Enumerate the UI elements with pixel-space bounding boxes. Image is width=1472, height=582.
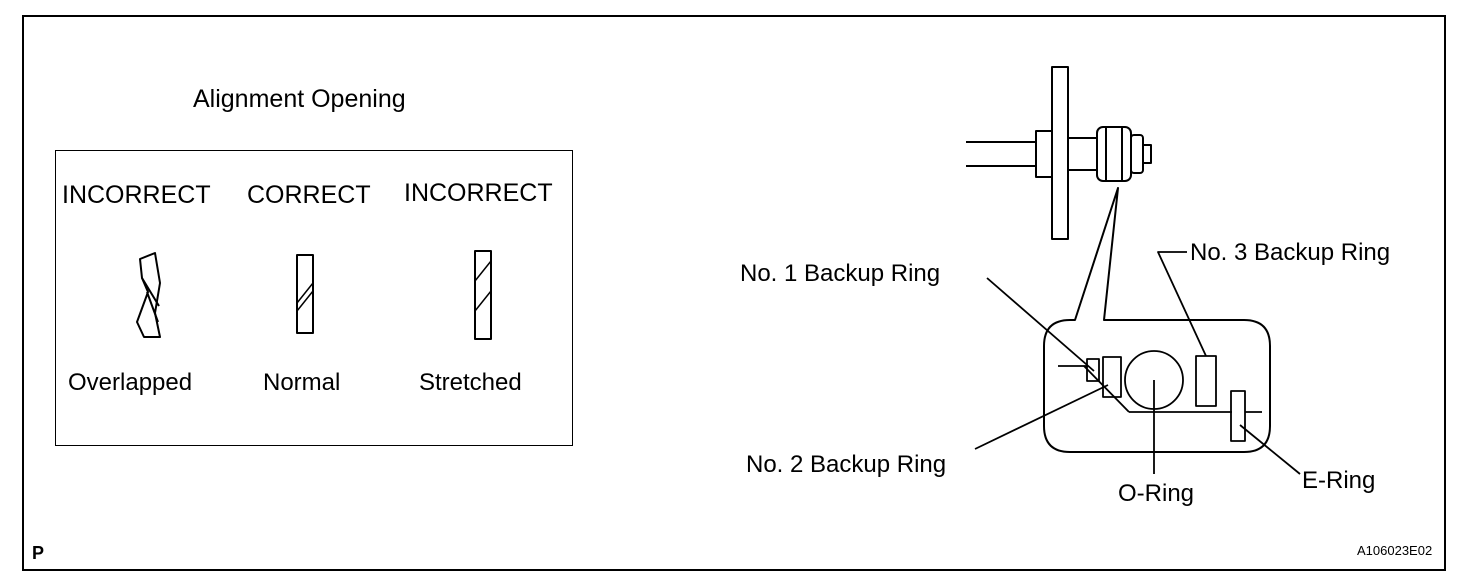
stretched-ring-shape [474,250,492,340]
alignment-opening-title: Alignment Opening [193,85,406,113]
figure-id: A106023E02 [1357,543,1433,558]
caption-stretched: Stretched [419,369,522,396]
injector-assembly [966,66,1152,240]
heading-correct: CORRECT [247,181,371,209]
label-no2-backup-ring: No. 2 Backup Ring [746,451,947,478]
corner-mark: P [32,543,45,563]
label-e-ring: E-Ring [1302,467,1376,494]
label-o-ring: O-Ring [1118,480,1195,507]
caption-overlapped: Overlapped [68,369,193,396]
detail-callout [1043,187,1271,453]
detail-rings [1058,350,1262,442]
heading-incorrect-left: INCORRECT [62,181,211,209]
label-no1-backup-ring: No. 1 Backup Ring [740,260,941,287]
figure-frame [22,15,1446,571]
normal-ring-shape [296,254,314,334]
overlapped-ring-shape [136,252,161,338]
leader-lines [974,251,1301,475]
label-no3-backup-ring: No. 3 Backup Ring [1190,239,1391,266]
caption-normal: Normal [263,369,341,396]
heading-incorrect-right: INCORRECT [404,179,553,207]
alignment-panel [55,150,573,446]
